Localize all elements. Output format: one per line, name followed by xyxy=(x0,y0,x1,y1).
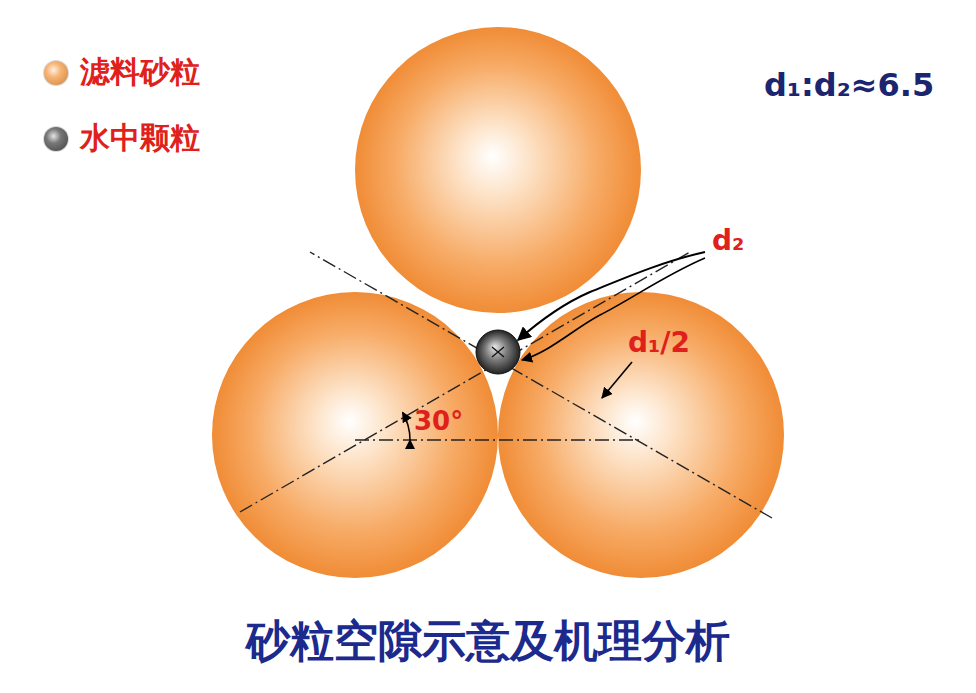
sand-grain xyxy=(355,27,641,313)
legend-item: 滤料砂粒 xyxy=(44,52,200,93)
leader-line xyxy=(602,362,632,398)
center-line xyxy=(310,252,772,518)
center-line xyxy=(355,439,641,440)
legend-text: 滤料砂粒 xyxy=(80,52,200,93)
water-particle xyxy=(476,330,520,374)
legend-item: 水中颗粒 xyxy=(44,118,200,159)
center-line xyxy=(240,252,690,512)
legend-swatch xyxy=(44,127,68,151)
ratio-label: d₁:d₂≈6.5 xyxy=(764,66,934,104)
legend-swatch xyxy=(44,61,68,85)
legend-text: 水中颗粒 xyxy=(80,118,200,159)
sand-grain xyxy=(498,292,784,578)
caption: 砂粒空隙示意及机理分析 xyxy=(246,612,730,671)
dimension-label: d₁/2 xyxy=(628,326,690,359)
cross-mark xyxy=(492,347,504,357)
angle-label: 30° xyxy=(414,406,463,436)
angle-arc xyxy=(403,413,410,441)
leader-line xyxy=(522,258,705,360)
dimension-label: d₂ xyxy=(712,224,744,257)
